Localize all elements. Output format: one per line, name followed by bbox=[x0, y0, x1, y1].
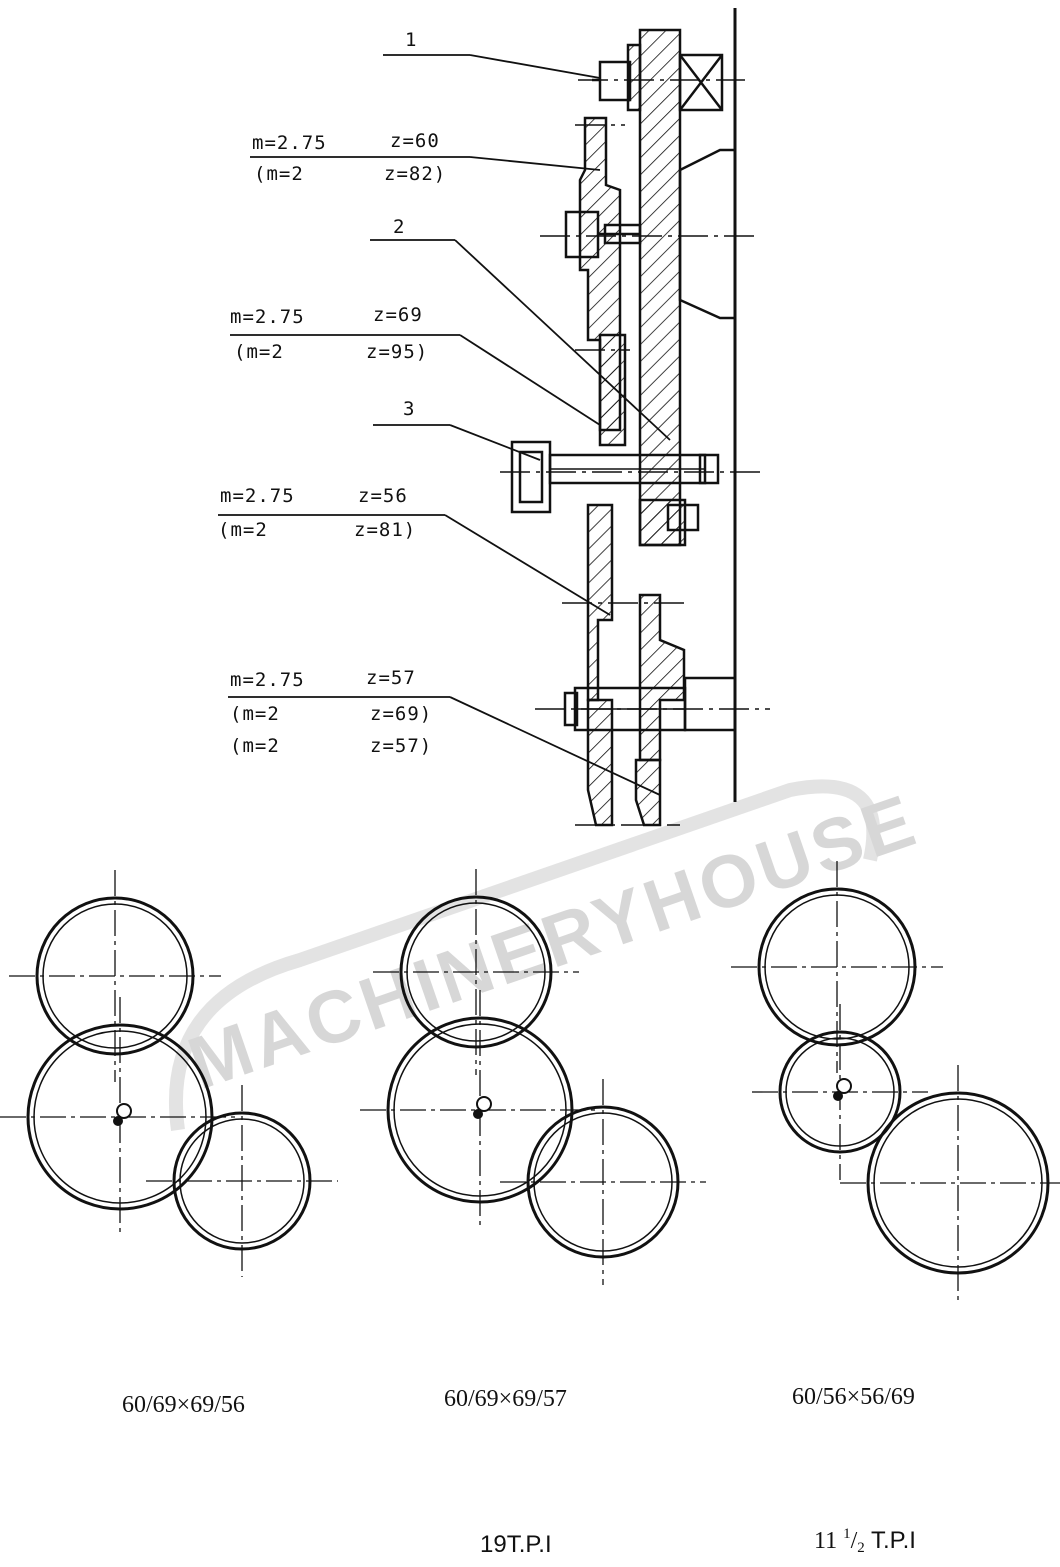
setup-3-tpi-slash: / bbox=[851, 1528, 858, 1554]
section-view bbox=[510, 8, 737, 827]
gear-spec-4-alt1-m: (m=2 bbox=[230, 703, 280, 725]
gear-spec-1-alt-z: z=82) bbox=[384, 163, 446, 185]
gear-spec-3-m: m=2.75 bbox=[220, 485, 295, 507]
gear-spec-3-z: z=56 bbox=[358, 485, 408, 507]
gear-outer-3-2 bbox=[778, 1030, 902, 1154]
gear-spec-4-alt2-z: z=57) bbox=[370, 735, 432, 757]
leader-lines bbox=[218, 54, 671, 796]
setup-2-ratio: 60/69×69/57 bbox=[444, 1386, 567, 1412]
setup-3-tpi-unit: T.P.I bbox=[865, 1527, 916, 1554]
setup-3-tpi: 11 1/2 T.P.I bbox=[814, 1526, 916, 1556]
gear-spec-2-alt-z: z=95) bbox=[366, 341, 428, 363]
setup-1-ratio: 60/69×69/56 bbox=[122, 1392, 245, 1418]
gear-spec-3-alt-z: z=81) bbox=[354, 519, 416, 541]
gear-spec-4-alt1-z: z=69) bbox=[370, 703, 432, 725]
pivot-marker-2 bbox=[476, 1096, 492, 1112]
gear-spec-4-m: m=2.75 bbox=[230, 669, 305, 691]
gear-trains bbox=[0, 861, 1060, 1301]
setup-3-ratio: 60/56×56/69 bbox=[792, 1384, 915, 1410]
part-number-2: 2 bbox=[393, 216, 404, 238]
pivot-dot-3 bbox=[833, 1091, 843, 1101]
gear-spec-1-alt-m: (m=2 bbox=[254, 163, 304, 185]
part-number-1: 1 bbox=[405, 29, 416, 51]
setup-3-tpi-num: 1 bbox=[843, 1526, 851, 1542]
gear-spec-4-alt2-m: (m=2 bbox=[230, 735, 280, 757]
setup-3-tpi-den: 2 bbox=[857, 1540, 865, 1556]
gear-spec-1-m: m=2.75 bbox=[252, 132, 327, 154]
pivot-dot-2 bbox=[473, 1109, 483, 1119]
pivot-marker-1 bbox=[116, 1103, 132, 1119]
gear-spec-3-alt-m: (m=2 bbox=[218, 519, 268, 541]
setup-2-tpi: 19T.P.I bbox=[480, 1531, 552, 1558]
center-lines bbox=[500, 79, 770, 826]
gear-spec-3: m=2.75 z=56 (m=2 z=81) bbox=[218, 485, 416, 541]
pivot-marker-3 bbox=[836, 1078, 852, 1094]
gear-spec-2-m: m=2.75 bbox=[230, 306, 305, 328]
gear-spec-2-z: z=69 bbox=[373, 304, 423, 326]
gear-spec-4: m=2.75 z=57 (m=2 z=69) (m=2 z=57) bbox=[230, 667, 432, 757]
part-number-3: 3 bbox=[403, 398, 414, 420]
gear-spec-4-z: z=57 bbox=[366, 667, 416, 689]
gear-spec-2-alt-m: (m=2 bbox=[234, 341, 284, 363]
gear-spec-1-z: z=60 bbox=[390, 130, 440, 152]
gear-spec-2: m=2.75 z=69 (m=2 z=95) bbox=[230, 304, 428, 363]
pivot-dot-1 bbox=[113, 1116, 123, 1126]
setup-3-tpi-main: 11 bbox=[814, 1528, 843, 1554]
gear-spec-1: m=2.75 z=60 (m=2 z=82) bbox=[252, 130, 446, 185]
watermark: MACHINERYHOUSE bbox=[168, 778, 928, 1131]
